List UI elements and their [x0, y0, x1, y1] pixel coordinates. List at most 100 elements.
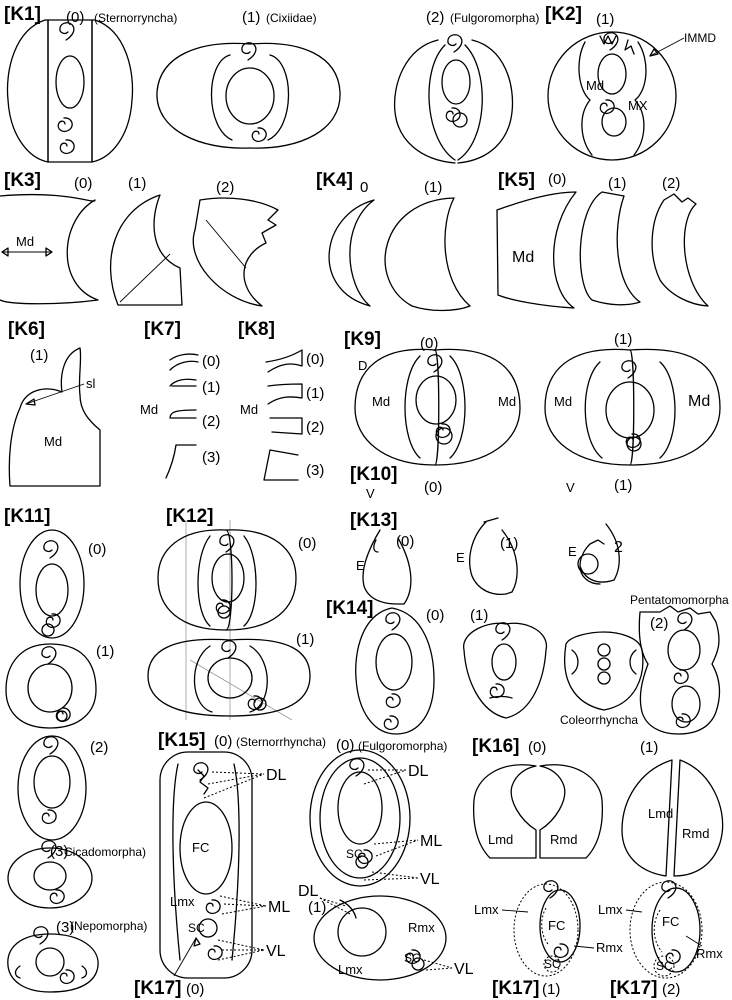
k11-state4-drawing — [7, 926, 99, 993]
k16-label: [K16] — [472, 736, 520, 757]
k2-drawing — [547, 31, 677, 161]
k14-coleorrhyncha: Coleorrhyncha — [560, 713, 638, 727]
k15-fulgoromorpha0-drawing — [309, 749, 411, 887]
k1-state2: (2) — [426, 9, 444, 26]
k10-v1: V — [566, 480, 575, 495]
k11-state4: (3) — [56, 919, 74, 936]
k2-state: (1) — [596, 11, 614, 28]
k15-dl-f0: DL — [408, 763, 429, 780]
k14-state1-drawing — [463, 622, 547, 719]
k9-state1: (1) — [614, 331, 632, 348]
k17-label1: [K17] — [492, 978, 540, 999]
k17-state0: (0) — [186, 981, 204, 998]
k4-drawing — [328, 197, 471, 312]
k14-pentatomomorpha: Pentatomomorpha — [630, 593, 729, 607]
k2-mx: MX — [628, 98, 648, 113]
k15-state0: (0) — [214, 733, 232, 750]
k11-state3: (3) — [50, 843, 68, 860]
k17-0-leader — [173, 937, 197, 977]
k14-label: [K14] — [326, 598, 374, 619]
k17-rmx1-leader — [573, 945, 595, 949]
k17-lmx2-leader — [625, 909, 643, 913]
k15-fulgoromorpha1-drawing — [313, 895, 447, 981]
k4-state0: 0 — [360, 179, 368, 196]
k17-state2: (2) — [662, 981, 680, 998]
k11-state2: (2) — [90, 739, 108, 756]
k3-state1: (1) — [128, 175, 146, 192]
k7-state2: (2) — [202, 413, 220, 430]
k8-drawing — [263, 349, 303, 481]
k17-lmx1-leader — [501, 909, 529, 913]
k4-label: [K4] — [316, 170, 353, 191]
k11-taxon4: (Nepomorpha) — [70, 919, 147, 933]
k1-state0-drawing — [6, 19, 134, 163]
k10-label: [K10] — [350, 464, 398, 485]
k6-drawing — [8, 347, 101, 487]
k7-drawing — [165, 353, 199, 479]
k5-state0: (0) — [548, 171, 566, 188]
k13-e1: E — [456, 550, 465, 565]
k17-fc1: FC — [548, 918, 565, 933]
k11-state0-drawing — [19, 529, 85, 639]
k15-ftaxon0: (Fulgoromorpha) — [358, 739, 447, 753]
k8-state1: (1) — [306, 385, 324, 402]
k15-fstate1: (1) — [308, 899, 326, 916]
k6-md: Md — [44, 434, 62, 449]
k7-state3: (3) — [202, 449, 220, 466]
k8-label: [K8] — [238, 319, 275, 340]
k17-0-arrowhead — [193, 937, 201, 947]
k9-state1-drawing — [544, 348, 721, 466]
k15-sc-f0: SC — [346, 847, 363, 861]
k5-md: Md — [512, 249, 534, 266]
k11-state1-drawing — [5, 643, 97, 729]
k1-taxon0: (Sternorryncha) — [94, 11, 177, 25]
k9-md-left1: Md — [554, 394, 572, 409]
k12-state0: (0) — [298, 535, 316, 552]
k12-label: [K12] — [166, 506, 214, 527]
k17-label2: [K17] — [610, 978, 658, 999]
k2-arrowhead — [649, 48, 659, 57]
k16-state0-drawing — [472, 764, 604, 859]
k8-state2: (2) — [306, 419, 324, 436]
k6-sl-arrowhead — [25, 398, 36, 406]
k16-rmd1: Rmd — [682, 826, 709, 841]
k4-state1: (1) — [424, 179, 442, 196]
k17-rmx1: Rmx — [596, 940, 623, 955]
k6-sl: sl — [86, 376, 96, 391]
k3-state0: (0) — [74, 175, 92, 192]
k15-f0-leaders — [363, 769, 419, 881]
k11-state0: (0) — [88, 541, 106, 558]
k15-dl: DL — [266, 767, 287, 784]
k15-vl-f1: VL — [454, 961, 474, 978]
k17-sc1: SC — [544, 957, 561, 971]
k11-label: [K11] — [4, 506, 50, 527]
k14-state1: (1) — [470, 607, 488, 624]
k13-state1: (1) — [500, 535, 518, 552]
k17-fc2: FC — [662, 914, 679, 929]
k14-state2: (2) — [650, 615, 668, 632]
k17-lmx1: Lmx — [474, 902, 499, 917]
k9-label: [K9] — [344, 329, 381, 350]
k14-state2-drawing — [638, 605, 721, 735]
k12-state1-drawing — [147, 638, 311, 717]
k7-state0: (0) — [202, 353, 220, 370]
k5-state2: (2) — [662, 175, 680, 192]
k13-state2: 2 — [614, 539, 623, 556]
k3-arrow-2 — [205, 219, 247, 269]
k5-label: [K5] — [498, 170, 535, 191]
k7-state1: (1) — [202, 379, 220, 396]
k3-md: Md — [16, 234, 34, 249]
k1-state2-drawing — [393, 34, 514, 164]
k5-drawing — [496, 191, 709, 309]
k15-ml-f0: ML — [420, 833, 442, 850]
k17-lmx2: Lmx — [598, 902, 623, 917]
k15-fc: FC — [192, 840, 209, 855]
k12-grid — [185, 520, 293, 721]
k15-dl-leaders — [203, 771, 265, 799]
k15-f1-leaders — [319, 897, 453, 971]
k2-label: [K2] — [545, 4, 582, 25]
k15-ml: ML — [268, 899, 290, 916]
k15-lmx: Lmx — [170, 894, 195, 909]
k6-state: (1) — [30, 347, 48, 364]
